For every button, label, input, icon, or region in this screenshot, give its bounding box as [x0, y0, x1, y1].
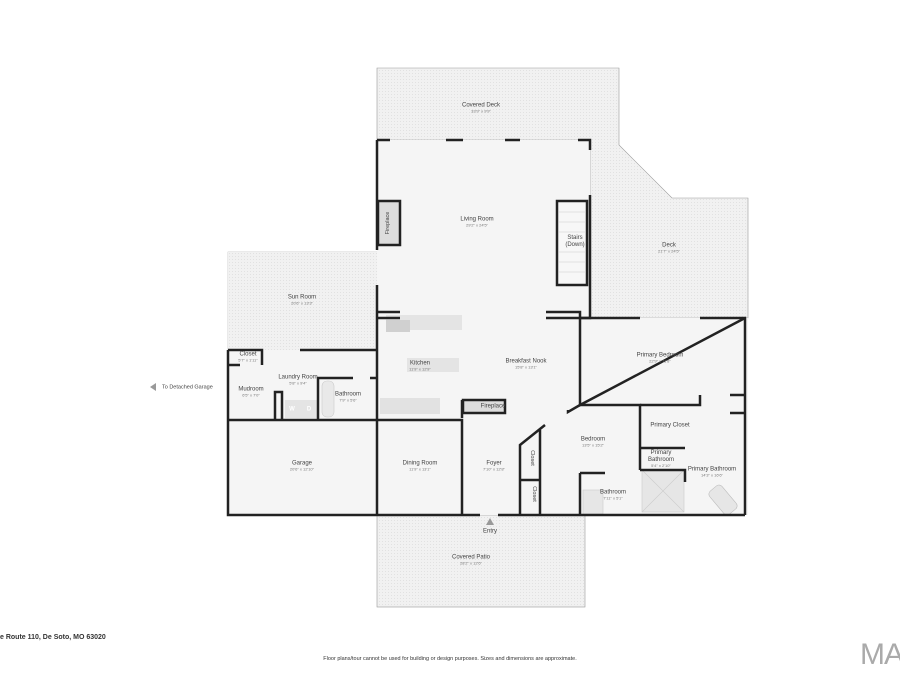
closet-a: Closet: [529, 450, 535, 466]
arrow-left-icon: [150, 383, 156, 391]
to-detached-garage: To Detached Garage: [150, 383, 213, 391]
washer: W: [289, 406, 295, 413]
property-address: e Route 110, De Soto, MO 63020: [0, 634, 106, 641]
entry-label: Entry: [482, 528, 498, 535]
walls: [226, 138, 747, 517]
brand-logo: MA: [860, 638, 900, 671]
stairs-down: Stairs(Down): [565, 235, 585, 248]
covered-patio-area: [376, 514, 586, 608]
disclaimer: Floor plans/tour cannot be used for buil…: [323, 656, 577, 662]
entry-arrow: [486, 518, 494, 525]
fireplace-living: Fireplace: [385, 211, 391, 235]
fireplace-foyer: Fireplace: [480, 403, 506, 410]
closet-b: Closet: [531, 486, 537, 502]
dryer: D: [306, 406, 312, 413]
room-primary-closet: Primary Closet: [650, 422, 690, 429]
